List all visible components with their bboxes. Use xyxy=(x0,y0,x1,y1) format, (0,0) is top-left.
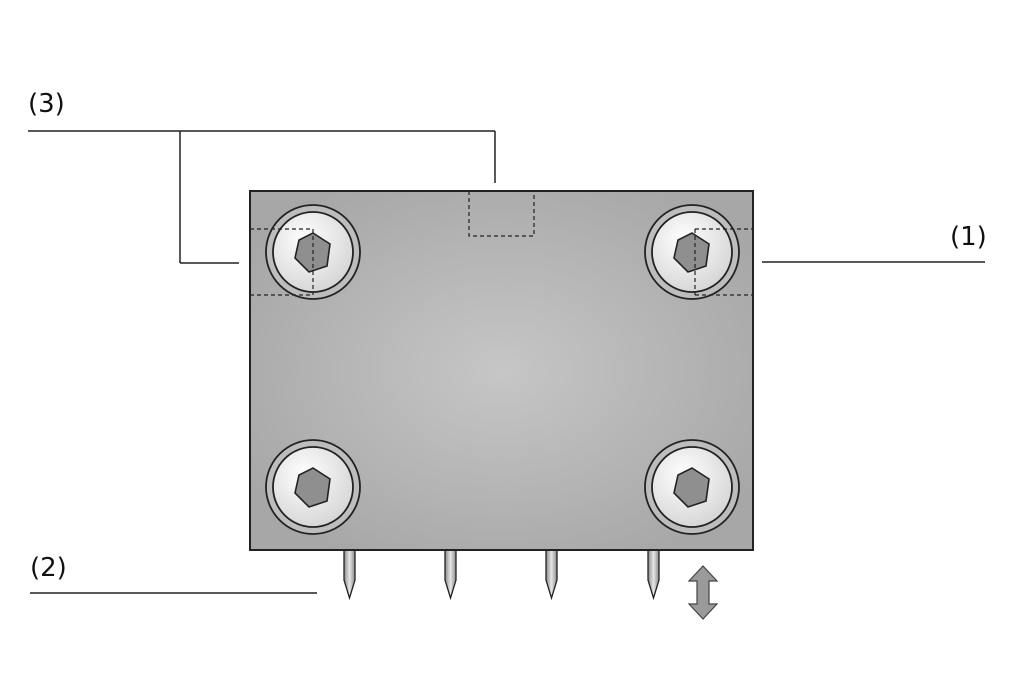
hidden-slot-right xyxy=(694,228,753,296)
contact-pin-icon xyxy=(545,547,558,601)
vertical-double-arrow-icon xyxy=(687,565,719,620)
callout-label-1: (1) xyxy=(950,222,987,252)
hex-socket-screw-icon xyxy=(265,439,361,535)
hex-socket-screw-icon xyxy=(644,204,740,300)
contact-pin-icon xyxy=(647,547,660,601)
hidden-slot-left xyxy=(250,228,314,296)
contact-pin-icon xyxy=(343,547,356,601)
hex-socket-screw-icon xyxy=(644,439,740,535)
contact-pin-icon xyxy=(444,547,457,601)
callout-label-3: (3) xyxy=(28,89,65,119)
callout-label-2: (2) xyxy=(30,553,67,583)
callout-3-leader xyxy=(28,130,496,264)
hidden-notch xyxy=(468,191,535,237)
contact-pins xyxy=(343,547,660,601)
